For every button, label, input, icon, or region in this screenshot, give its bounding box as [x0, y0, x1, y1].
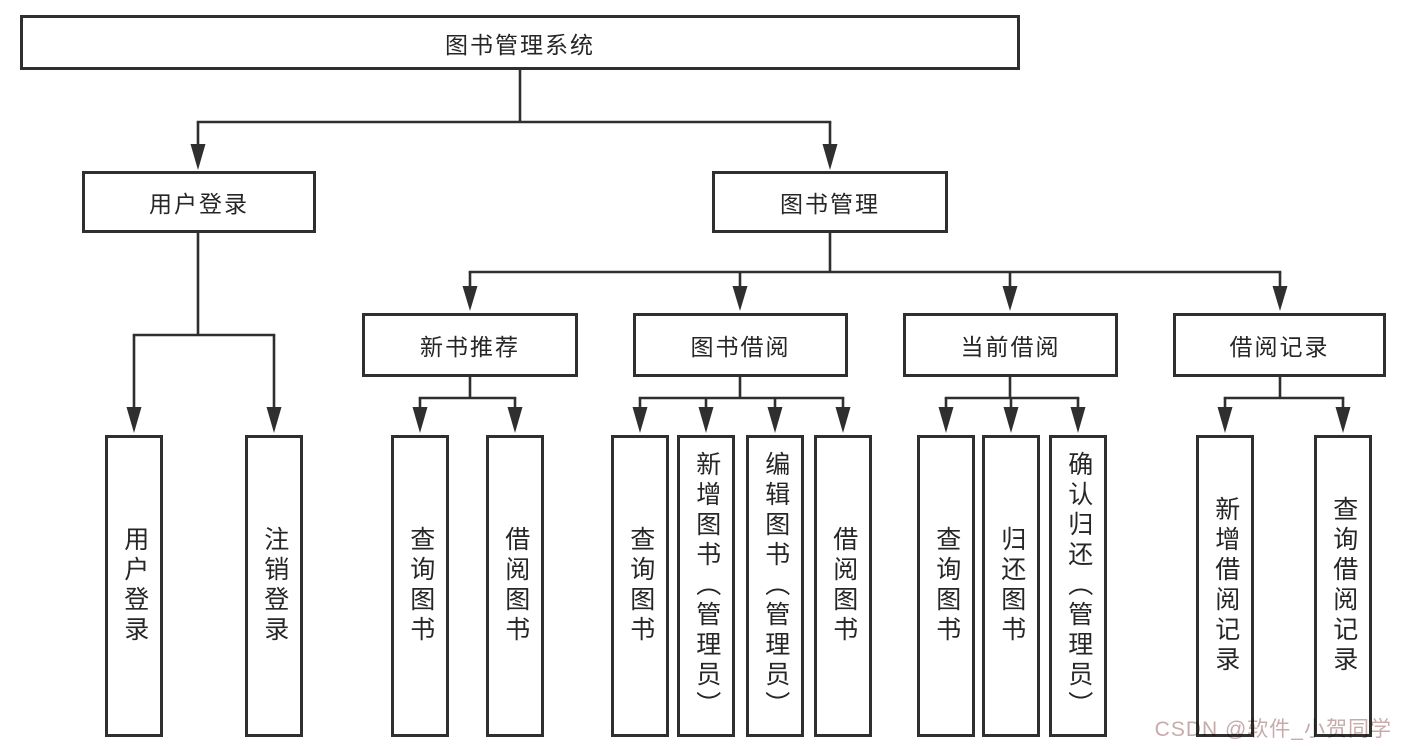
node-current-borrow-label: 当前借阅: [960, 334, 1061, 360]
leaf-return-books: 归还图书: [982, 435, 1040, 737]
node-current-borrow: 当前借阅: [903, 313, 1118, 377]
leaf-add-book-admin-label: 新增图书（管理员）: [692, 451, 721, 721]
leaf-add-book-admin: 新增图书（管理员）: [677, 435, 735, 737]
leaf-borrow-books-label: 借阅图书: [829, 526, 858, 646]
node-root-label: 图书管理系统: [445, 31, 595, 58]
node-book-management: 图书管理: [712, 171, 948, 233]
node-book-borrow: 图书借阅: [633, 313, 848, 377]
leaf-borrow-books-recommend: 借阅图书: [486, 435, 544, 737]
leaf-confirm-return-admin: 确认归还（管理员）: [1049, 435, 1107, 737]
connector-user-login-to-leaves: [126, 233, 282, 433]
connector-root-to-level2: [190, 70, 838, 170]
leaf-query-books-recommend-label: 查询图书: [406, 526, 435, 646]
connector-book-management-to-level3: [462, 233, 1288, 311]
leaf-query-borrow-record-label: 查询借阅记录: [1329, 496, 1358, 676]
connector-current-borrow-to-leaves: [938, 377, 1086, 433]
leaf-borrow-books-recommend-label: 借阅图书: [501, 526, 530, 646]
leaf-borrow-books: 借阅图书: [814, 435, 872, 737]
leaf-confirm-return-admin-label: 确认归还（管理员）: [1064, 451, 1093, 721]
leaf-return-books-label: 归还图书: [997, 526, 1026, 646]
leaf-logout-label: 注销登录: [260, 526, 289, 646]
connector-borrow-records-to-leaves: [1217, 377, 1351, 433]
leaf-query-books-recommend: 查询图书: [391, 435, 449, 737]
node-book-management-label: 图书管理: [780, 191, 880, 217]
leaf-edit-book-admin: 编辑图书（管理员）: [746, 435, 804, 737]
node-borrow-records: 借阅记录: [1173, 313, 1386, 377]
leaf-edit-book-admin-label: 编辑图书（管理员）: [761, 451, 790, 721]
connector-new-book-recommend-to-leaves: [412, 377, 523, 433]
leaf-query-borrow-record: 查询借阅记录: [1314, 435, 1372, 737]
node-new-book-recommend-label: 新书推荐: [420, 334, 520, 360]
leaf-user-login-label: 用户登录: [120, 526, 149, 646]
node-new-book-recommend: 新书推荐: [362, 313, 578, 377]
leaf-user-login: 用户登录: [105, 435, 163, 737]
leaf-add-borrow-record-label: 新增借阅记录: [1211, 496, 1240, 676]
node-user-login-label: 用户登录: [149, 191, 249, 217]
leaf-query-books-borrow: 查询图书: [611, 435, 669, 737]
connector-book-borrow-to-leaves: [632, 377, 851, 433]
leaf-query-books-current-label: 查询图书: [932, 526, 961, 646]
watermark: CSDN @软件_小贺同学: [1154, 718, 1392, 741]
leaf-query-books-current: 查询图书: [917, 435, 975, 737]
node-borrow-records-label: 借阅记录: [1229, 334, 1330, 360]
leaf-logout: 注销登录: [245, 435, 303, 737]
leaf-add-borrow-record: 新增借阅记录: [1196, 435, 1254, 737]
node-book-borrow-label: 图书借阅: [690, 334, 791, 360]
leaf-query-books-borrow-label: 查询图书: [626, 526, 655, 646]
node-root: 图书管理系统: [20, 15, 1020, 70]
node-user-login: 用户登录: [82, 171, 316, 233]
